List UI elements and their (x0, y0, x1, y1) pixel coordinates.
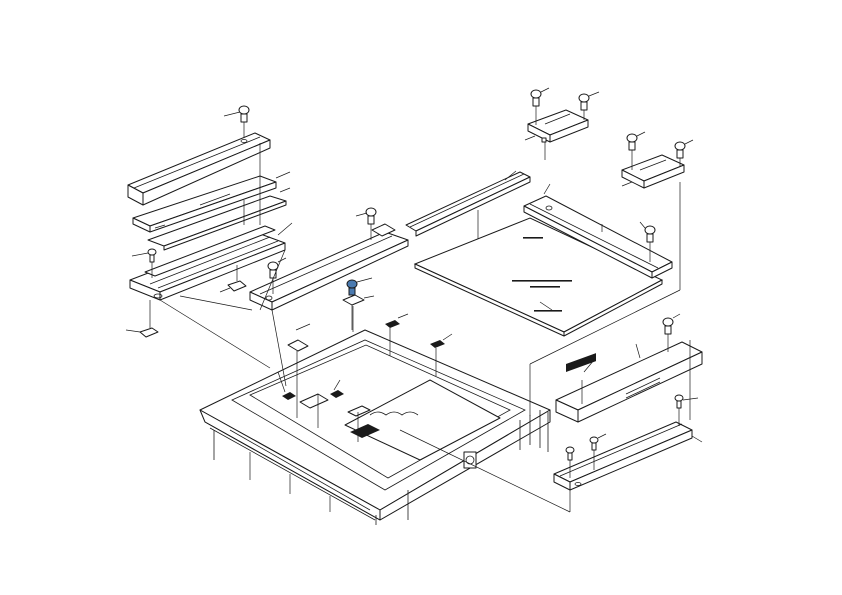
left-small-bracket (125, 265, 247, 338)
screw-icon (589, 433, 607, 470)
screw-icon (674, 394, 699, 426)
center-right-rail (405, 170, 531, 244)
main-base-frame (199, 313, 571, 525)
screw-icon (131, 248, 157, 278)
right-cover (555, 341, 703, 423)
blue-screw-icon (346, 277, 373, 296)
screw-icon (530, 87, 550, 125)
left-thin-strip (147, 171, 291, 251)
left-lower-rail (129, 143, 293, 301)
center-left-rail (249, 223, 409, 311)
glass-plate (413, 217, 664, 337)
assembly-guide-lines (159, 142, 691, 512)
screw-icon (565, 446, 575, 478)
screw-icon (578, 91, 600, 120)
right-hinge-bracket-1 (524, 109, 589, 143)
right-bottom-rail (553, 421, 703, 491)
screw-icon (223, 105, 250, 138)
screw-icon (355, 207, 377, 240)
screw-icon (674, 139, 694, 166)
clip-bracket (342, 294, 375, 330)
screw-icon (662, 313, 681, 352)
screw-icon (626, 131, 646, 170)
screw-icon (639, 221, 656, 262)
right-hinge-bracket-2 (621, 154, 685, 189)
left-mid-plate (132, 175, 277, 233)
right-rail (523, 183, 673, 279)
left-upper-rail (127, 132, 271, 206)
